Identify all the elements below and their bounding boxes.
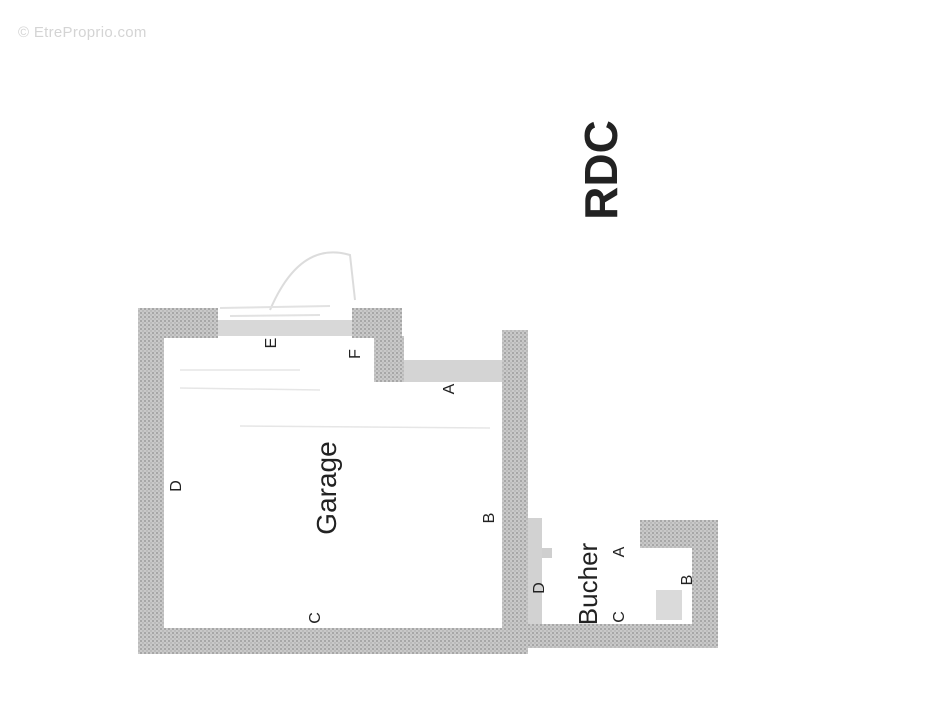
garage-marker-b: B [481,513,498,524]
garage-walls [138,308,528,654]
garage-marker-e: E [263,338,280,349]
bucher-marker-b: B [679,575,696,586]
bucher-walls [528,518,718,648]
faint-arc [269,251,356,311]
bucher-room-name: Bucher [573,542,603,625]
bucher-marker-a: A [611,546,628,557]
garage-marker-c: C [307,612,324,624]
garage-marker-d: D [168,480,185,492]
garage-room-name: Garage [311,441,342,534]
faint-lines [219,305,331,317]
watermark: © EtreProprio.com [18,24,147,41]
garage-marker-f: F [347,349,364,359]
garage-marker-a: A [441,383,458,394]
faint-guides [179,369,491,429]
bucher-marker-c: C [611,611,628,623]
floor-label: RDC [575,120,627,220]
bucher-marker-d: D [531,582,548,594]
